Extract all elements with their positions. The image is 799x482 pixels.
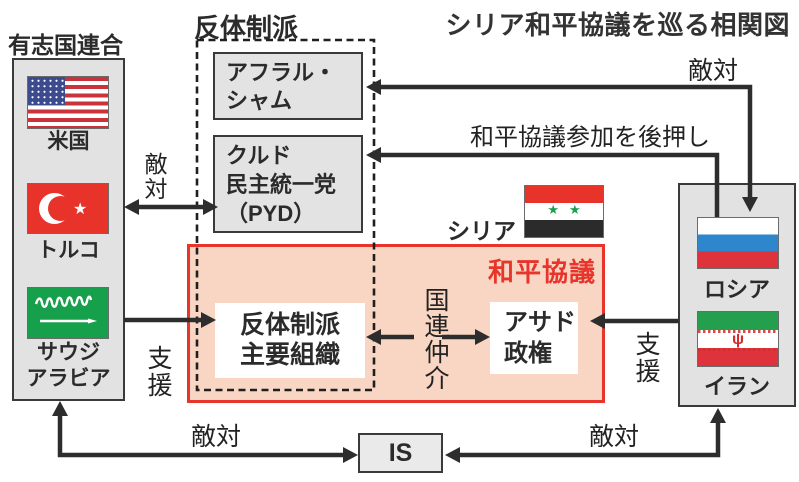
syria-flag-stars: ★★ xyxy=(547,202,581,217)
russia-label: ロシア xyxy=(703,277,770,302)
peace-talks-label: 和平協議 xyxy=(488,257,597,287)
assad-label-line2: 政権 xyxy=(504,340,552,367)
turkey-flag-star: ★ xyxy=(73,201,88,218)
ahrar-label-line2: シャム xyxy=(226,88,293,113)
diagram-title: シリア和平協議を巡る相関図 xyxy=(445,10,790,40)
turkey-label: トルコ xyxy=(37,239,100,262)
us-flag-canton xyxy=(28,77,65,105)
iran-flag: ψ xyxy=(697,311,779,367)
support-label-left: 支援 xyxy=(144,345,171,399)
main-org-label-line2: 主要組織 xyxy=(239,341,340,369)
is-box: IS xyxy=(358,433,443,473)
hostility-label-bottom-left: 敵対 xyxy=(191,424,242,451)
arrow-backers-is-hostility xyxy=(445,408,726,463)
pyd-label-line2: 民主統一党 xyxy=(226,172,337,197)
coalition-label: 有志国連合 xyxy=(8,32,123,58)
turkey-flag: ★ xyxy=(27,183,109,234)
main-org-label-line1: 反体制派 xyxy=(239,311,340,339)
hostility-label-turkey: 敵対 xyxy=(141,152,166,202)
iran-label: イラン xyxy=(703,374,770,399)
syria-flag: ★★ xyxy=(524,185,604,238)
hostility-label-bottom-right: 敵対 xyxy=(589,424,640,451)
syria-label: シリア xyxy=(447,218,516,244)
main-opposition-org-box: 反体制派 主要組織 xyxy=(215,303,365,378)
pyd-label-line1: クルド xyxy=(226,143,292,168)
us-label: 米国 xyxy=(47,130,90,153)
iran-flag-emblem: ψ xyxy=(731,331,745,348)
pyd-label-line3: （PYD） xyxy=(226,201,316,226)
ahrar-box: アフラル・ シャム xyxy=(213,52,363,120)
pyd-box: クルド 民主統一党 （PYD） xyxy=(213,135,363,233)
saudi-flag xyxy=(27,287,109,339)
assad-regime-box: アサド 政権 xyxy=(490,302,578,374)
push-label: 和平協議参加を後押し xyxy=(470,125,710,151)
is-label: IS xyxy=(388,438,413,467)
russia-flag xyxy=(697,217,779,269)
opposition-label: 反体制派 xyxy=(194,13,299,43)
saudi-label: サウジ アラビア xyxy=(26,341,111,390)
hostility-label-top: 敵対 xyxy=(688,58,739,85)
us-flag xyxy=(27,76,109,129)
assad-label-line1: アサド xyxy=(504,309,576,336)
support-label-right: 支援 xyxy=(632,331,659,385)
saudi-flag-script xyxy=(34,295,97,324)
ahrar-label-line1: アフラル・ xyxy=(226,60,337,85)
un-mediation-label: 国連仲介 xyxy=(421,287,448,391)
